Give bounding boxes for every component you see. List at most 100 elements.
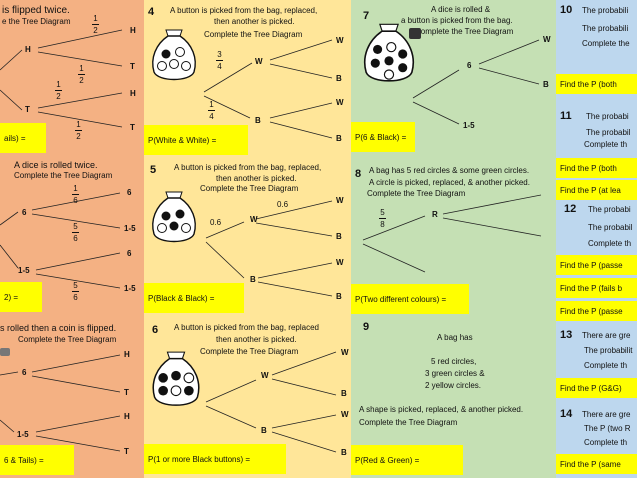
q2-tree-lines: [0, 192, 121, 289]
q7-branch-6: 6: [467, 61, 472, 70]
q4-branch-bw: W: [336, 98, 344, 107]
q13-text-1: There are gre: [582, 331, 631, 340]
q12-answer-label-3: Find the P (passe: [560, 306, 623, 316]
q2-title: A dice is rolled twice.: [14, 160, 98, 170]
q4-text-2: then another is picked.: [214, 17, 295, 26]
q2-branch-rr: 1-5: [124, 284, 136, 293]
q1-branch-h: H: [25, 45, 31, 54]
q6-branch-b: B: [261, 426, 267, 435]
q1-branch-ht: T: [130, 62, 135, 71]
q3-branch-6t: T: [124, 388, 129, 397]
q3-tree-lines: [0, 354, 121, 452]
q4-branch-b: B: [255, 116, 261, 125]
q2-branch-66: 6: [127, 188, 132, 197]
q5-answer-box[interactable]: P(Black & Black) =: [144, 283, 244, 313]
q7-branch-6w: W: [543, 35, 551, 44]
q12-number: 12: [564, 203, 577, 215]
q10-answer-label: Find the P (both: [560, 79, 617, 89]
q2-branch-6: 6: [22, 208, 27, 217]
q6-tree-lines: [205, 351, 337, 453]
q12-answer-label-1: Find the P (passe: [560, 260, 623, 270]
q4-instruction: Complete the Tree Diagram: [204, 30, 303, 39]
q4-tree-lines: [203, 39, 333, 139]
q3-branch-rt: T: [124, 447, 129, 456]
q5-branch-ww: W: [336, 196, 344, 205]
q12-text-2: The probabil: [588, 223, 633, 232]
q11-answer-box-1[interactable]: Find the P (both: [556, 158, 637, 178]
q9-answer-label: P(Red & Green) =: [355, 455, 420, 465]
q1-title: is flipped twice.: [2, 5, 70, 16]
q5-text-2: then another is picked.: [216, 174, 297, 183]
q9-answer-box[interactable]: P(Red & Green) =: [351, 445, 463, 475]
q1-answer-label: ails) =: [4, 133, 26, 143]
q8-instruction: Complete the Tree Diagram: [367, 189, 466, 198]
q5-prob-white: 0.6: [210, 218, 222, 227]
q10-answer-box[interactable]: Find the P (both: [556, 74, 637, 94]
q2-instruction: Complete the Tree Diagram: [14, 171, 113, 180]
q13-answer-label: Find the P (G&G): [560, 383, 622, 393]
bag-icon: [152, 191, 196, 243]
q10-text-3: Complete the: [582, 39, 630, 48]
q7-branch-1-5: 1-5: [463, 121, 475, 130]
q11-text-2: The probabil: [586, 128, 631, 137]
q4-branch-ww: W: [336, 36, 344, 45]
q11-text-3: Complete th: [584, 140, 628, 149]
q12-answer-box-2[interactable]: Find the P (fails b: [556, 278, 637, 298]
q1-tree-lines: [0, 29, 123, 128]
q7-tree-lines: [412, 39, 540, 125]
q3-branch-rh: H: [124, 412, 130, 421]
q3-branch-6: 6: [22, 368, 27, 377]
q5-number: 5: [150, 164, 157, 176]
q3-instruction: Complete the Tree Diagram: [18, 335, 117, 344]
q7-text: A dice is rolled &: [431, 5, 491, 14]
q14-answer-box[interactable]: Find the P (same: [556, 454, 637, 474]
q11-number: 11: [560, 110, 572, 122]
q5-answer-label: P(Black & Black) =: [148, 293, 215, 303]
q4-answer-label: P(White & White) =: [148, 135, 217, 145]
q6-answer-box[interactable]: P(1 or more Black buttons) =: [144, 444, 286, 474]
q10-number: 10: [560, 4, 573, 16]
q5-prob-ww: 0.6: [277, 200, 289, 209]
q12-answer-box-3[interactable]: Find the P (passe: [556, 301, 637, 321]
q2-answer-box[interactable]: 2) =: [0, 282, 42, 312]
q13-answer-box[interactable]: Find the P (G&G): [556, 378, 637, 398]
q12-answer-box-1[interactable]: Find the P (passe: [556, 255, 637, 275]
q9-line-5: A shape is picked, replaced, & another p…: [359, 405, 524, 414]
q2-branch-6r: 1-5: [124, 224, 136, 233]
q14-number: 14: [560, 408, 573, 420]
q11-answer-box-2[interactable]: Find the P (at lea: [556, 180, 637, 200]
q7-instruction: Complete the Tree Diagram: [415, 27, 514, 36]
q7-text-2: a button is picked from the bag.: [401, 16, 513, 25]
q4-number: 4: [148, 6, 155, 18]
q8-answer-box[interactable]: P(Two different colours) =: [351, 284, 469, 314]
q1-branch-th: H: [130, 89, 136, 98]
q2-branch-1-5: 1-5: [18, 266, 30, 275]
q3-title: s rolled then a coin is flipped.: [0, 323, 117, 333]
q6-branch-wb: B: [341, 389, 347, 398]
q7-number: 7: [363, 10, 370, 22]
q11-text-1: The probabi: [586, 112, 629, 121]
q6-branch-w: W: [261, 371, 269, 380]
q9-number: 9: [363, 321, 370, 333]
column-mixed: 7 A dice is rolled & a button is picked …: [351, 0, 556, 478]
q14-text-3: Complete th: [584, 438, 628, 447]
q4-answer-box[interactable]: P(White & White) =: [144, 125, 248, 155]
q3-answer-box[interactable]: 6 & Tails) =: [0, 445, 74, 475]
bag-icon: [363, 23, 415, 82]
q14-text-2: The P (two R: [584, 424, 631, 433]
bag-icon: [152, 29, 196, 81]
q1-answer-box[interactable]: ails) =: [0, 123, 46, 153]
q8-number: 8: [355, 168, 362, 180]
q1-branch-t: T: [25, 105, 30, 114]
q12-text-1: The probabi: [588, 205, 631, 214]
q9-line-2: 5 red circles,: [431, 357, 477, 366]
q7-answer-box[interactable]: P(6 & Black) =: [351, 122, 415, 152]
q3-branch-6h: H: [124, 350, 130, 359]
